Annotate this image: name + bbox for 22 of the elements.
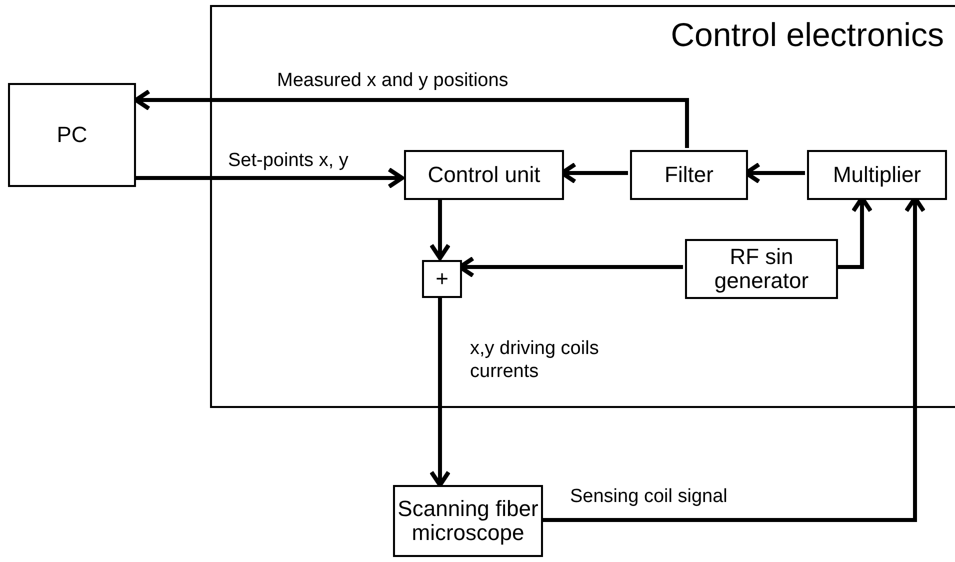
edge-label: Measured x and y positions xyxy=(277,70,508,93)
process-box xyxy=(393,485,543,557)
node-label: PC xyxy=(56,122,88,148)
edge-label: Set-points x, y xyxy=(228,150,348,173)
node-label: + xyxy=(436,266,448,292)
node-label: Control unit xyxy=(428,162,540,188)
process-box xyxy=(8,83,136,187)
process-box xyxy=(685,239,838,299)
arrow xyxy=(429,296,451,488)
process-box xyxy=(630,150,748,200)
node-label: Multiplier xyxy=(832,162,922,188)
edge-label: Sensing coil signal xyxy=(570,486,728,509)
process-box xyxy=(404,150,564,200)
node-label: Scanning fiber microscope xyxy=(396,496,540,546)
group-frame xyxy=(210,5,955,408)
group-title: Control electronics xyxy=(670,17,944,54)
node-label: Filter xyxy=(664,162,714,188)
arrow xyxy=(429,198,451,260)
node-label: RF sin generator xyxy=(713,244,810,294)
process-box xyxy=(807,150,947,200)
arrow xyxy=(136,167,404,189)
summing-junction xyxy=(422,260,462,298)
